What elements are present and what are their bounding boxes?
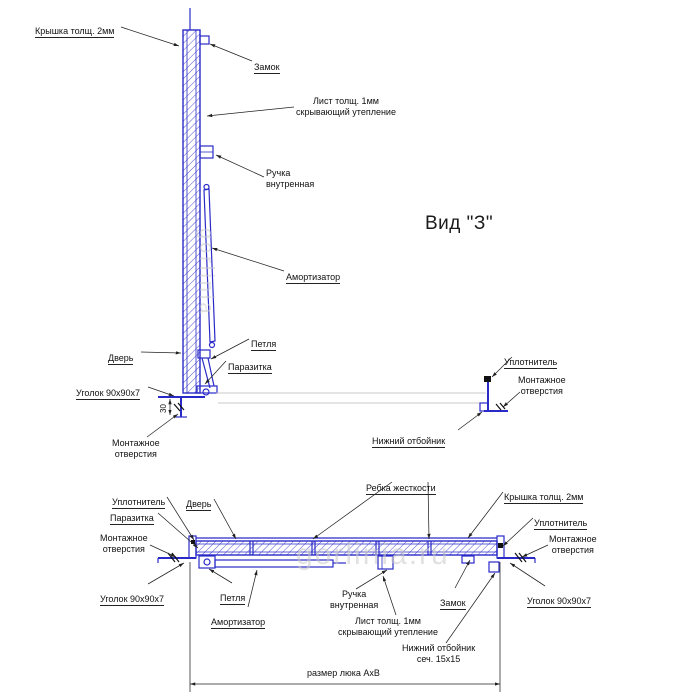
label-plan-handle: Ручка внутренная bbox=[330, 589, 379, 611]
label-plan-sheet: Лист толщ. 1мм скрывающий утепление bbox=[338, 616, 438, 638]
label-side-seal: Уплотнитель bbox=[504, 346, 558, 370]
watermark-horizontal: gorlinia.ru bbox=[296, 538, 450, 571]
label-plan-angle-left-text: Уголок 90x90x7 bbox=[100, 594, 165, 607]
label-plan-damper: Амортизатор bbox=[211, 606, 266, 630]
label-plan-hinge: Петля bbox=[220, 582, 246, 606]
label-side-lock: Замок bbox=[254, 51, 280, 75]
label-plan-bumper: Нижний отбойник сеч. 15x15 bbox=[402, 643, 476, 665]
label-side-damper-text: Амортизатор bbox=[286, 272, 341, 285]
label-side-damper: Амортизатор bbox=[286, 261, 341, 285]
label-side-seal-text: Уплотнитель bbox=[504, 357, 558, 370]
label-side-mounting-left: Монтажное отверстия bbox=[112, 438, 160, 460]
view-title: Вид "З" bbox=[425, 213, 494, 234]
plan-view-drawing bbox=[157, 535, 536, 573]
dimension-hatch-size bbox=[189, 562, 501, 692]
label-plan-mounting-right: Монтажное отверстия bbox=[549, 534, 597, 556]
label-plan-mounting-left: Монтажное отверстия bbox=[100, 533, 148, 555]
label-side-bumper-text: Нижний отбойник bbox=[372, 436, 446, 449]
label-side-sheet: Лист толщ. 1мм скрывающий утепление bbox=[296, 96, 396, 118]
label-plan-seal-left: Уплотнитель bbox=[112, 486, 166, 510]
label-plan-lock: Замок bbox=[440, 587, 466, 611]
label-plan-cover-text: Крышка толщ. 2мм bbox=[504, 492, 584, 505]
label-side-hinge: Петля bbox=[251, 328, 277, 352]
label-side-parasite: Паразитка bbox=[228, 351, 272, 375]
label-side-door: Дверь bbox=[108, 342, 134, 366]
label-plan-door: Дверь bbox=[186, 488, 212, 512]
side-view-drawing bbox=[158, 8, 508, 418]
label-plan-door-text: Дверь bbox=[186, 499, 212, 512]
label-plan-parasite-text: Паразитка bbox=[110, 513, 154, 526]
label-plan-angle-right-text: Уголок 90x90x7 bbox=[527, 596, 592, 609]
label-plan-ribs: Ребка жесткости bbox=[366, 472, 436, 496]
label-side-angle: Уголок 90x90x7 bbox=[76, 377, 141, 401]
label-side-cover-text: Крышка толщ. 2мм bbox=[35, 26, 115, 39]
label-side-hinge-text: Петля bbox=[251, 339, 277, 352]
label-plan-parasite: Паразитка bbox=[110, 502, 154, 526]
callout-leader-lines bbox=[120, 26, 549, 644]
label-plan-size: размер люка AxB bbox=[307, 668, 380, 678]
label-side-parasite-text: Паразитка bbox=[228, 362, 272, 375]
label-side-mounting-right: Монтажное отверстия bbox=[518, 375, 566, 397]
label-plan-angle-left: Уголок 90x90x7 bbox=[100, 583, 165, 607]
label-plan-cover: Крышка толщ. 2мм bbox=[504, 481, 584, 505]
label-plan-seal-right: Уплотнитель bbox=[534, 507, 588, 531]
label-side-cover: Крышка толщ. 2мм bbox=[35, 15, 115, 39]
label-side-bumper: Нижний отбойник bbox=[372, 425, 446, 449]
label-plan-ribs-text: Ребка жесткости bbox=[366, 483, 436, 496]
label-side-handle: Ручка внутренная bbox=[266, 168, 315, 190]
label-side-angle-text: Уголок 90x90x7 bbox=[76, 388, 141, 401]
label-plan-seal-right-text: Уплотнитель bbox=[534, 518, 588, 531]
label-plan-lock-text: Замок bbox=[440, 598, 466, 611]
label-plan-angle-right: Уголок 90x90x7 bbox=[527, 585, 592, 609]
label-side-door-text: Дверь bbox=[108, 353, 134, 366]
label-plan-hinge-text: Петля bbox=[220, 593, 246, 606]
watermark-vertical: gorlinia bbox=[195, 228, 217, 317]
label-side-dim-30: 30 bbox=[159, 404, 168, 413]
label-side-lock-text: Замок bbox=[254, 62, 280, 75]
label-plan-seal-left-text: Уплотнитель bbox=[112, 497, 166, 510]
label-plan-damper-text: Амортизатор bbox=[211, 617, 266, 630]
